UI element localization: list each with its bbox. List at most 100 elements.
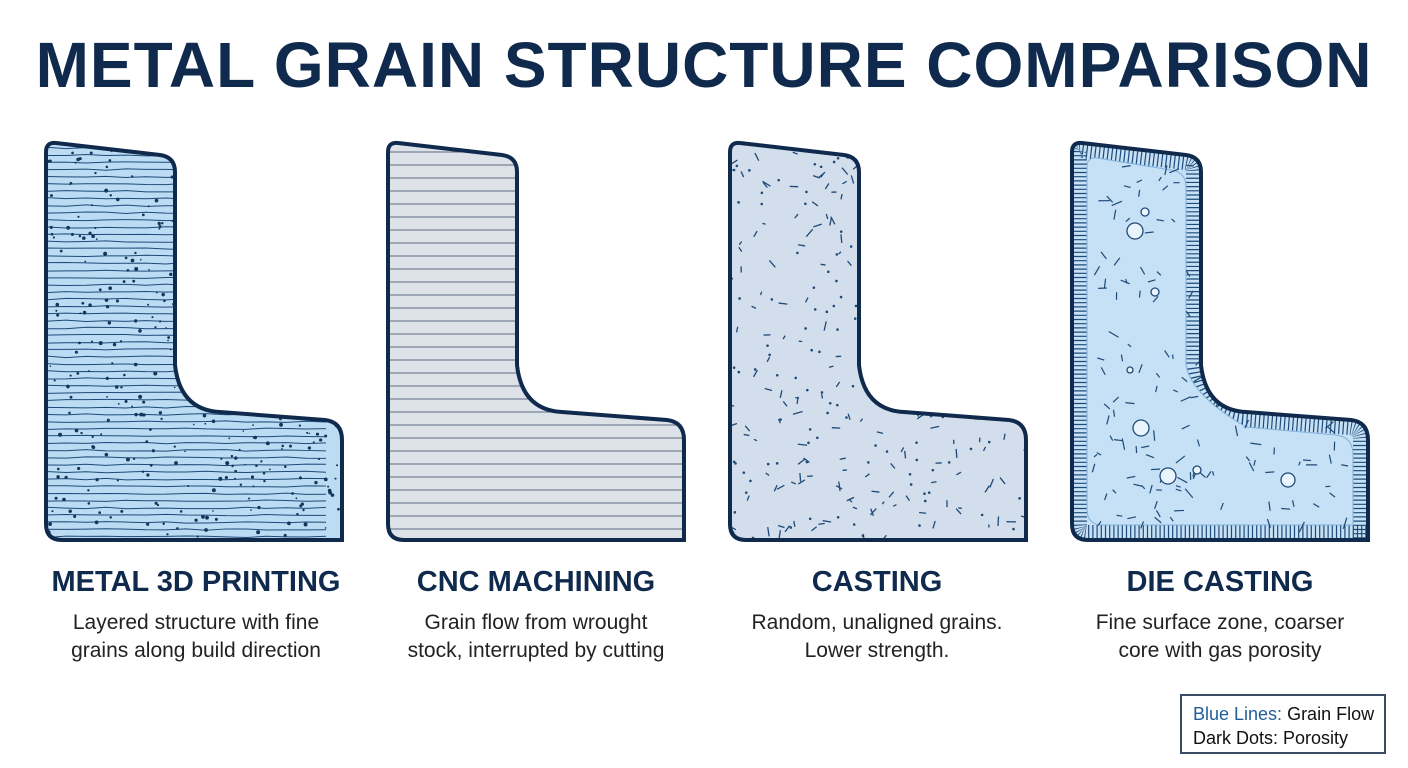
porosity-dot [285,345,290,349]
part-outline [44,140,344,542]
grain [1221,200,1226,208]
grain-dot [980,380,983,384]
porosity-dot [235,248,240,253]
grain-dot [942,172,946,175]
grain [811,201,819,207]
grain [1097,357,1105,361]
grain [966,389,970,393]
porosity-dot [134,319,138,323]
grain-dot [874,444,877,447]
grain-dot [910,249,914,253]
porosity-dot [273,346,277,350]
grain [1120,279,1130,285]
grain [958,507,962,510]
grain [1250,442,1262,446]
grain [1273,251,1283,254]
porosity-dot [221,395,223,397]
porosity-dot [55,309,58,312]
porosity-dot [95,238,98,240]
porosity-dot [257,505,261,510]
grain-line [46,492,327,495]
grain [1269,283,1276,293]
porosity-dot [211,488,216,493]
grain [818,522,825,525]
grain [1244,240,1249,245]
grain [1011,327,1019,332]
grain [907,257,916,264]
grain [1242,179,1251,181]
porosity-dot [251,265,254,269]
grain-dot [839,295,843,299]
grain [1302,459,1312,462]
grain [1093,265,1101,276]
porosity-dot [300,291,304,295]
grain [1324,264,1332,267]
porosity-dot [228,170,231,173]
porosity-dot [82,310,87,315]
panel-desc-line: Layered structure with fine [72,611,320,634]
porosity-dot [139,258,142,261]
porosity-dot [248,497,251,500]
grain [1144,231,1154,234]
porosity-dot [158,227,161,230]
grain [1335,275,1342,279]
porosity-dot [151,316,154,319]
grain-dot [1005,201,1009,204]
grain-dot [968,358,972,362]
grain [753,438,758,442]
porosity-dot [314,480,318,485]
porosity-dot [202,304,207,309]
grain [897,406,903,409]
grain-dot [923,492,926,495]
grain [897,345,901,350]
porosity-dot [160,417,163,421]
porosity-dot [287,521,291,526]
grain [1291,197,1303,203]
grain [1269,178,1278,186]
porosity-dot [334,291,338,294]
grain [842,180,847,185]
grain [916,414,924,420]
grain [738,246,743,253]
grain [1317,210,1323,215]
grain-dot [984,219,988,222]
grain [1125,217,1131,223]
grain-dot [749,479,752,483]
grain [1121,165,1131,168]
grain [980,206,989,210]
grain [904,226,909,231]
porosity-dot [293,283,296,286]
porosity-dot [263,479,266,483]
porosity-dot [292,347,295,350]
grain-dot [733,511,737,514]
grain [1141,485,1146,490]
porosity-dot [58,432,63,437]
grain [1155,510,1161,518]
porosity-dot [296,218,301,222]
grain [871,490,880,493]
porosity-dot [313,152,318,156]
panel-desc-line: Random, unaligned grains. [751,611,1003,634]
porosity-dot [48,522,52,526]
grain [1302,266,1313,268]
porosity-dot [126,457,130,462]
grain [1279,283,1286,286]
porosity-dot [91,435,94,439]
porosity-dot [230,454,234,458]
grain [1280,312,1286,317]
grain [871,205,877,209]
panel-fill [730,142,1026,540]
part-outline [1070,140,1370,542]
grain-dot [924,324,927,327]
part-outline [386,140,686,542]
grain-dot [775,462,779,465]
porosity-dot [298,263,302,267]
grain [1190,395,1199,399]
porosity-dot [146,522,150,526]
porosity-dot [319,438,323,442]
porosity-dot [167,339,169,342]
porosity-dot [59,249,63,253]
grain [1133,483,1142,487]
grain [1328,454,1332,464]
